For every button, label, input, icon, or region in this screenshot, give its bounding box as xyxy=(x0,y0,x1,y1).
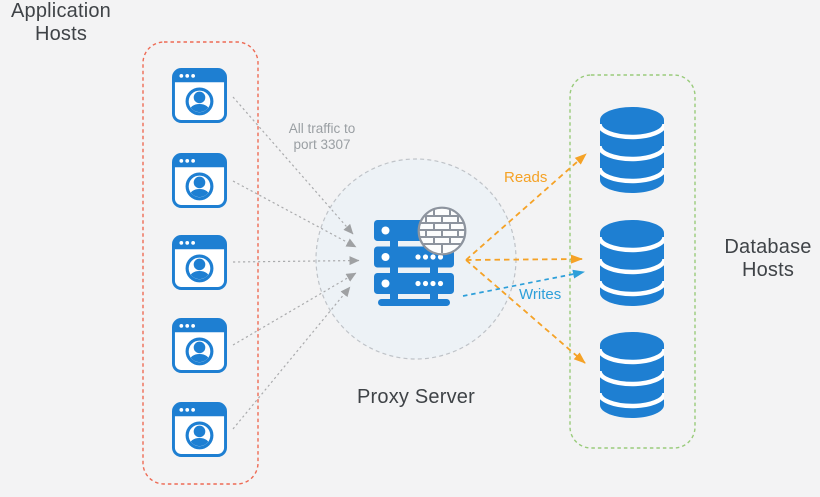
app-to-proxy-arrow-3 xyxy=(232,256,360,266)
app-host-icon-2 xyxy=(173,154,225,206)
app-host-icon-5 xyxy=(173,403,225,455)
writes-arrow xyxy=(462,269,585,297)
app-host-icon-1 xyxy=(173,69,225,121)
app-to-proxy-arrow-5 xyxy=(232,286,351,430)
database-icon-1 xyxy=(600,107,665,193)
traffic-note: All traffic to port 3307 xyxy=(288,121,356,152)
app-to-proxy-arrow-1 xyxy=(232,96,354,235)
database-hosts-label: Database Hosts xyxy=(724,236,812,281)
database-icon-2 xyxy=(600,220,665,306)
reads-label: Reads xyxy=(504,169,548,186)
db-hosts-boundary xyxy=(569,74,696,449)
application-hosts-label: Application Hosts xyxy=(10,0,112,45)
database-icon-3 xyxy=(600,332,665,418)
app-to-proxy-arrow-4 xyxy=(232,272,357,346)
app-to-proxy-arrow-2 xyxy=(232,180,357,248)
firewall-icon xyxy=(419,208,466,255)
app-host-icon-3 xyxy=(173,236,225,288)
reads-arrow-bottom xyxy=(465,259,586,364)
proxy-server-label: Proxy Server xyxy=(357,386,475,408)
writes-label: Writes xyxy=(519,286,562,303)
app-hosts-boundary xyxy=(142,41,259,485)
reads-arrow-top xyxy=(465,153,587,261)
reads-arrow-middle xyxy=(465,254,583,264)
app-host-icon-4 xyxy=(173,319,225,371)
